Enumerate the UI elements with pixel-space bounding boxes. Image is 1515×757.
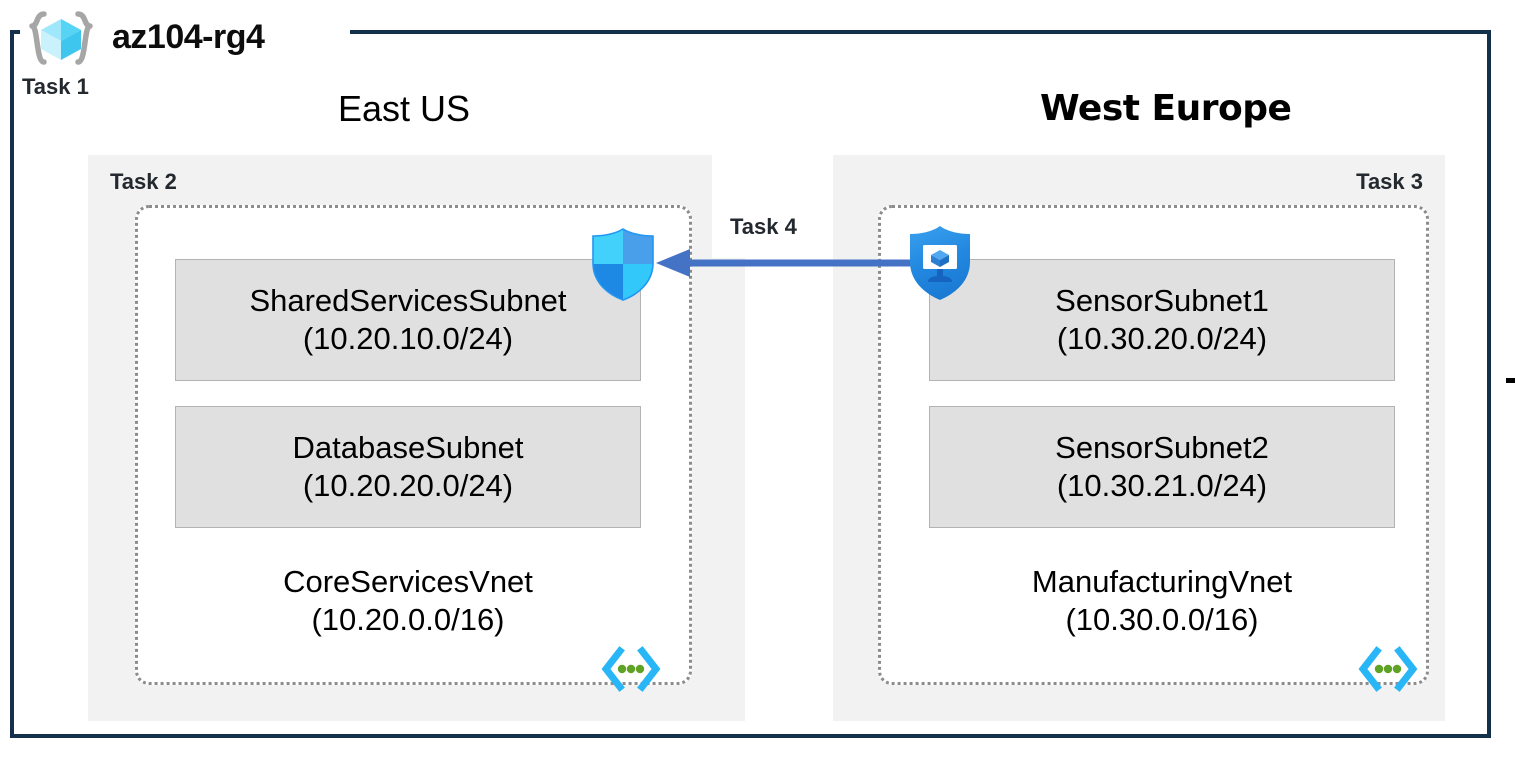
virtual-network-icon [598,645,664,693]
vnet-cidr: (10.30.0.0/16) [1065,601,1259,637]
virtual-network-icon [1355,645,1421,693]
vnet-name: CoreServicesVnet [283,564,533,599]
task-3-label: Task 3 [1356,169,1423,194]
subnet-name: SensorSubnet2 [1055,430,1269,466]
subnet-name: DatabaseSubnet [292,430,524,466]
task-2-label: Task 2 [110,169,177,194]
subnet-sensorsubnet1: SensorSubnet1 (10.30.20.0/24) [929,259,1395,381]
subnet-cidr: (10.20.10.0/24) [302,321,514,356]
vnet-cidr: (10.20.0.0/16) [311,601,505,637]
vnet-caption-coreservicesvnet: CoreServicesVnet (10.20.0.0/16) [175,563,641,639]
resource-group-cube-icon [24,10,98,66]
subnet-databasesubnet: DatabaseSubnet (10.20.20.0/24) [175,406,641,528]
region-heading-east-us: East US [338,88,471,129]
vnet-caption-manufacturingvnet: ManufacturingVnet (10.30.0.0/16) [929,563,1395,639]
page-title: az104-rg4 [112,18,265,56]
task-1-label: Task 1 [22,74,89,99]
edge-tick-mark [1506,378,1515,383]
subnet-sensorsubnet2: SensorSubnet2 (10.30.21.0/24) [929,406,1395,528]
subnet-cidr: (10.30.20.0/24) [1056,321,1268,356]
subnet-cidr: (10.30.21.0/24) [1056,468,1268,503]
subnet-name: SharedServicesSubnet [249,283,567,319]
region-heading-west-europe: West Europe [1040,88,1292,129]
task-4-label-backing [712,155,809,258]
subnet-cidr: (10.20.20.0/24) [302,468,514,503]
vnet-name: ManufacturingVnet [1031,564,1293,599]
peering-arrow [650,240,930,286]
network-security-group-shield-icon [589,227,657,302]
task-4-label: Task 4 [730,214,797,239]
subnet-sharedservicessubnet: SharedServicesSubnet (10.20.10.0/24) [175,259,641,381]
subnet-name: SensorSubnet1 [1055,283,1269,319]
resource-group-frame [10,30,1491,738]
bastion-shield-monitor-icon [906,224,974,302]
